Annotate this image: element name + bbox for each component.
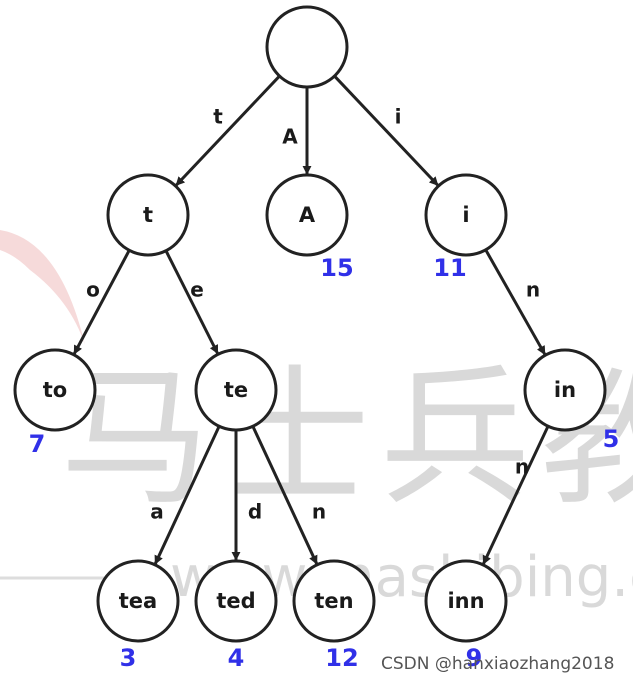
node-ted: ted 4 bbox=[194, 559, 278, 672]
node-value-i: 11 bbox=[433, 254, 466, 282]
node-value-tea: 3 bbox=[120, 644, 137, 672]
node-value-in: 5 bbox=[603, 425, 620, 453]
node-circle-ted bbox=[194, 559, 278, 643]
node-circle-in bbox=[523, 348, 607, 432]
node-label-t: t bbox=[143, 203, 153, 227]
node-circle-te bbox=[194, 348, 278, 432]
edge-label-t-te: e bbox=[190, 278, 204, 302]
node-label-A: A bbox=[299, 203, 316, 227]
node-value-inn: 9 bbox=[466, 644, 483, 672]
edge-root-t bbox=[175, 75, 281, 187]
edge-label-in-inn: n bbox=[515, 455, 529, 479]
node-label-inn: inn bbox=[447, 589, 484, 613]
edge-t-te bbox=[164, 250, 219, 355]
node-value-ted: 4 bbox=[228, 644, 245, 672]
edge-i-in bbox=[484, 249, 547, 356]
node-circle-A bbox=[265, 173, 349, 257]
node-tea: tea 3 bbox=[96, 559, 180, 672]
node-circle-tea bbox=[96, 559, 180, 643]
node-circle-inn bbox=[424, 559, 508, 643]
node-ten: ten 12 bbox=[292, 559, 376, 672]
node-label-i: i bbox=[462, 203, 469, 227]
node-i: i 11 bbox=[424, 173, 508, 282]
edge-label-root-i: i bbox=[395, 105, 402, 129]
edge-root-i bbox=[333, 75, 439, 187]
edge-label-te-ted: d bbox=[248, 500, 262, 524]
node-circle-to bbox=[13, 348, 97, 432]
node-value-A: 15 bbox=[320, 254, 353, 282]
edge-te-tea bbox=[153, 425, 221, 565]
node-value-to: 7 bbox=[29, 430, 46, 458]
node-label-ten: ten bbox=[314, 589, 353, 613]
edge-label-root-A: A bbox=[282, 125, 298, 149]
edge-label-te-tea: a bbox=[150, 500, 164, 524]
edge-label-i-in: n bbox=[526, 278, 540, 302]
node-label-to: to bbox=[43, 378, 67, 402]
node-label-ted: ted bbox=[216, 589, 255, 613]
node-circle-root bbox=[265, 5, 349, 89]
node-t: t bbox=[106, 173, 190, 257]
node-te: te bbox=[194, 348, 278, 432]
edge-te-ten bbox=[251, 425, 319, 565]
node-label-tea: tea bbox=[119, 589, 157, 613]
node-circle-t bbox=[106, 173, 190, 257]
node-circle-ten bbox=[292, 559, 376, 643]
node-to: to 7 bbox=[13, 348, 97, 458]
edge-label-root-t: t bbox=[213, 105, 223, 129]
node-circle-i bbox=[424, 173, 508, 257]
edge-label-t-to: o bbox=[86, 278, 100, 302]
credit-text: CSDN @hanxiaozhang2018 bbox=[381, 654, 614, 674]
watermark-swoosh bbox=[0, 230, 85, 345]
node-A: A 15 bbox=[265, 173, 354, 282]
node-label-in: in bbox=[554, 378, 576, 402]
node-value-ten: 12 bbox=[325, 644, 358, 672]
edge-label-te-ten: n bbox=[312, 500, 326, 524]
edge-t-to bbox=[72, 249, 131, 355]
node-root bbox=[265, 5, 349, 89]
node-label-te: te bbox=[224, 378, 248, 402]
node-inn: inn 9 bbox=[424, 559, 508, 672]
node-in: in 5 bbox=[523, 348, 620, 453]
edge-in-inn bbox=[482, 425, 550, 565]
